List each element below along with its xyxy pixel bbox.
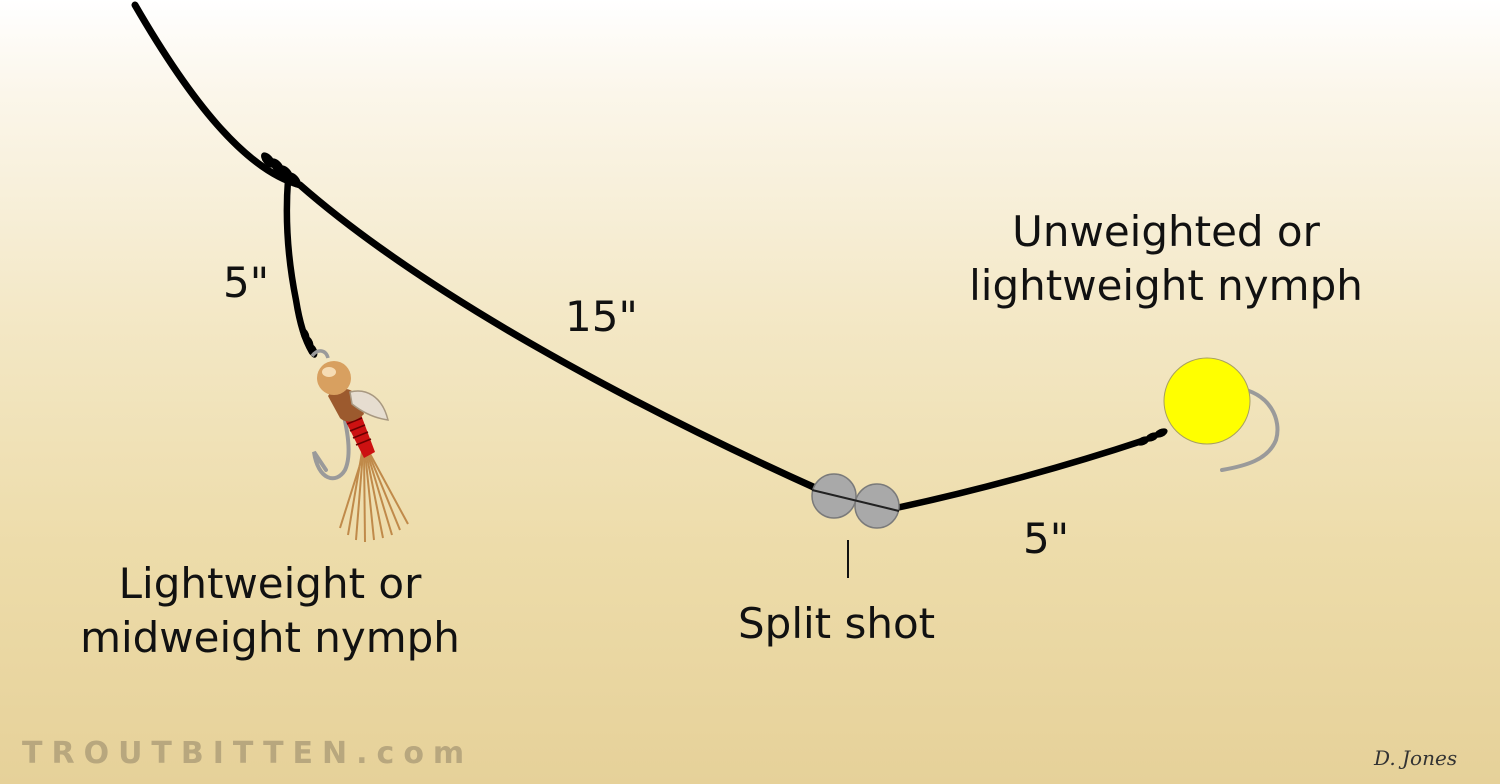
lower-nymph-ribbing — [346, 417, 372, 446]
dropper-length-label: 5" — [223, 258, 270, 307]
main-leader-line — [131, 1, 824, 494]
triple-surgeon-knot — [261, 152, 301, 188]
split-shot-weights — [811, 473, 900, 529]
top-fly-label: Unweighted or lightweight nymph — [960, 205, 1372, 313]
bottom-fly-label: Lightweight or midweight nymph — [60, 557, 480, 665]
tag-length-label: 5" — [1023, 514, 1070, 563]
main-length-label: 15" — [565, 292, 638, 341]
bottom-fly-label-text: Lightweight or midweight nymph — [80, 559, 460, 662]
yellow-bead-icon — [1163, 357, 1251, 445]
lower-nymph-tail — [339, 451, 409, 543]
split-shot-label: Split shot — [738, 599, 936, 648]
top-fly-label-text: Unweighted or lightweight nymph — [969, 207, 1363, 310]
upper-fly-knot — [1136, 428, 1168, 446]
lower-nymph-bead-icon — [317, 361, 351, 395]
upper-nymph-fly — [1163, 357, 1280, 472]
dropper-tag-line — [283, 176, 316, 356]
lower-nymph-hook-eye — [310, 349, 330, 359]
point-tippet-line — [892, 436, 1149, 512]
site-watermark: TROUTBITTEN.com — [22, 736, 474, 771]
artist-signature: D. Jones — [1374, 746, 1458, 770]
lower-nymph-fly — [310, 349, 409, 543]
lower-nymph-hook — [312, 398, 351, 481]
upper-nymph-hook — [1220, 386, 1280, 472]
lower-nymph-wing-case — [349, 390, 389, 421]
